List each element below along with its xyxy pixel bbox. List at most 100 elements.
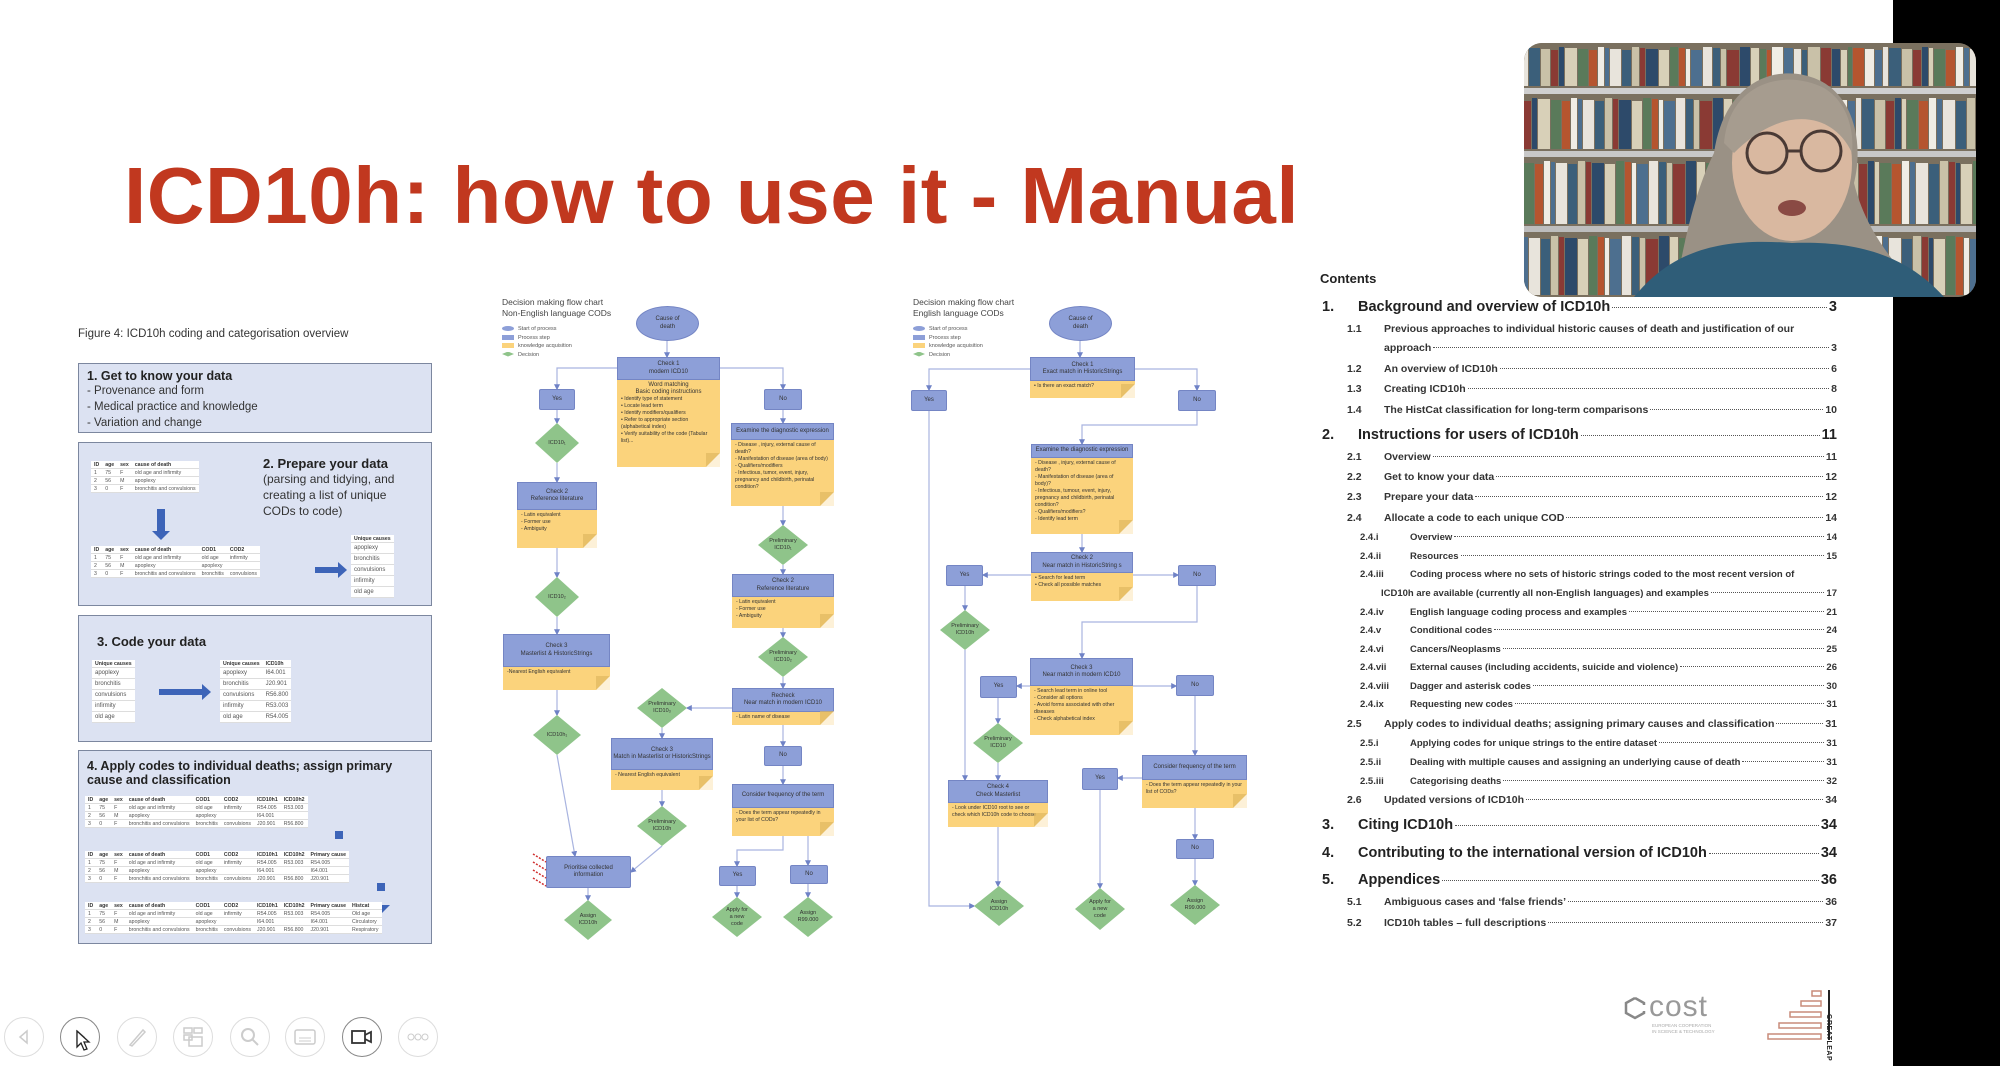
legend-label: knowledge acquisition <box>518 343 572 349</box>
connector-arrow <box>630 845 663 873</box>
toc-entry[interactable]: External causes (including accidents, su… <box>1410 662 1837 673</box>
legend-item: Decision <box>913 351 983 360</box>
toc-entry[interactable]: ICD10h are available (currently all non-… <box>1381 588 1837 599</box>
toc-entry-number: 1. <box>1322 299 1335 315</box>
toc-entry[interactable]: approach 3 <box>1384 342 1837 354</box>
toc-entry-number: 2.4.ix <box>1360 699 1384 710</box>
toc-entry[interactable]: Ambiguous cases and ‘false friends’36 <box>1384 896 1837 908</box>
node-label: ICD10₂ <box>548 593 566 600</box>
slides-grid-button[interactable] <box>173 1017 213 1057</box>
node-body: - Latin equivalent- Former use- Ambiguit… <box>732 597 834 622</box>
table-cell: old age <box>220 711 263 723</box>
toc-entry[interactable]: English language coding process and exam… <box>1410 607 1837 618</box>
toc-page-number: 26 <box>1826 662 1837 673</box>
toc-entry-number: 2.5.iii <box>1360 776 1384 787</box>
table-cell: 3 <box>91 569 103 578</box>
more-options-button[interactable] <box>398 1017 438 1057</box>
toc-page-number: 3 <box>1831 342 1837 354</box>
flowchart1-legend: Start of process Process step knowledge … <box>502 325 572 359</box>
node-item: • Refer to appropriate section (alphabet… <box>621 417 689 430</box>
node-title-line: Check 3 <box>1070 664 1093 671</box>
table-cell: apoplexy <box>125 866 193 875</box>
toc-entry-text: Previous approaches to individual histor… <box>1384 323 1795 335</box>
table-header-cell: ID <box>91 461 103 469</box>
table-cell: infirmity <box>220 700 263 712</box>
table-cell: apoplexy <box>192 811 221 820</box>
camera-button[interactable] <box>342 1017 382 1057</box>
table-cell: 2 <box>91 476 103 485</box>
cost-hexagon-icon <box>1624 996 1646 1020</box>
node-label: a new <box>1092 905 1108 912</box>
subtitles-button[interactable] <box>285 1017 325 1057</box>
toc-entry[interactable]: Applying codes for unique strings to the… <box>1410 738 1837 749</box>
subtitles-icon <box>294 1029 316 1045</box>
table-cell: old age <box>192 909 221 918</box>
table-cell: I64.001 <box>253 917 281 926</box>
toc-entry[interactable]: Contributing to the international versio… <box>1358 845 1837 861</box>
table-header-row: Unique causes <box>351 535 394 543</box>
table-cell: old age and infirmity <box>125 858 193 867</box>
toc-entry-number: 2.3 <box>1347 491 1362 503</box>
toc-page-number: 14 <box>1826 532 1837 543</box>
node-label: Assign <box>990 899 1008 905</box>
step1-bullet: - Medical practice and knowledge <box>87 401 258 413</box>
table-header-cell: cause of death <box>131 546 199 554</box>
zoom-button[interactable] <box>230 1017 270 1057</box>
node-label: Yes <box>732 872 743 879</box>
step2-sub: (parsing and tidying, and <box>263 472 395 486</box>
table-cell: 75 <box>96 803 112 812</box>
toc-entry[interactable]: Dealing with multiple causes and assigni… <box>1410 757 1837 768</box>
node-label: Yes <box>959 571 970 578</box>
node-item: - Manifestation of disease (area of body… <box>735 456 828 462</box>
legend-label: Process step <box>518 334 550 341</box>
table-cell: M <box>111 811 126 820</box>
toc-heading: Contents <box>1320 271 1377 286</box>
table-cell: convulsions <box>351 564 394 576</box>
toc-entry[interactable]: The HistCat classification for long-term… <box>1384 404 1837 416</box>
table-cell: apoplexy <box>92 667 135 679</box>
table-cell: old age and infirmity <box>131 553 199 562</box>
table-cell: M <box>111 866 126 875</box>
table-cell: bronchitis and convulsions <box>125 874 193 883</box>
toc-entry-number: 2.1 <box>1347 451 1362 463</box>
table-cell <box>280 866 308 875</box>
pen-button[interactable] <box>117 1017 157 1057</box>
triangle-left-icon <box>18 1029 28 1045</box>
node-label: code <box>731 920 743 927</box>
node-label: Yes <box>1095 775 1105 782</box>
previous-slide-button[interactable] <box>4 1017 44 1057</box>
toc-entry[interactable]: Apply codes to individual deaths; assign… <box>1384 718 1837 730</box>
presenter-video[interactable] <box>1524 43 1976 297</box>
table-cell: bronchitis <box>351 553 394 565</box>
table-cell: convulsions <box>226 569 260 578</box>
toc-entry-text-continued: approach <box>1384 342 1432 354</box>
node-title-line: modern ICD10 <box>648 368 689 375</box>
table-header-cell: age <box>102 461 118 469</box>
